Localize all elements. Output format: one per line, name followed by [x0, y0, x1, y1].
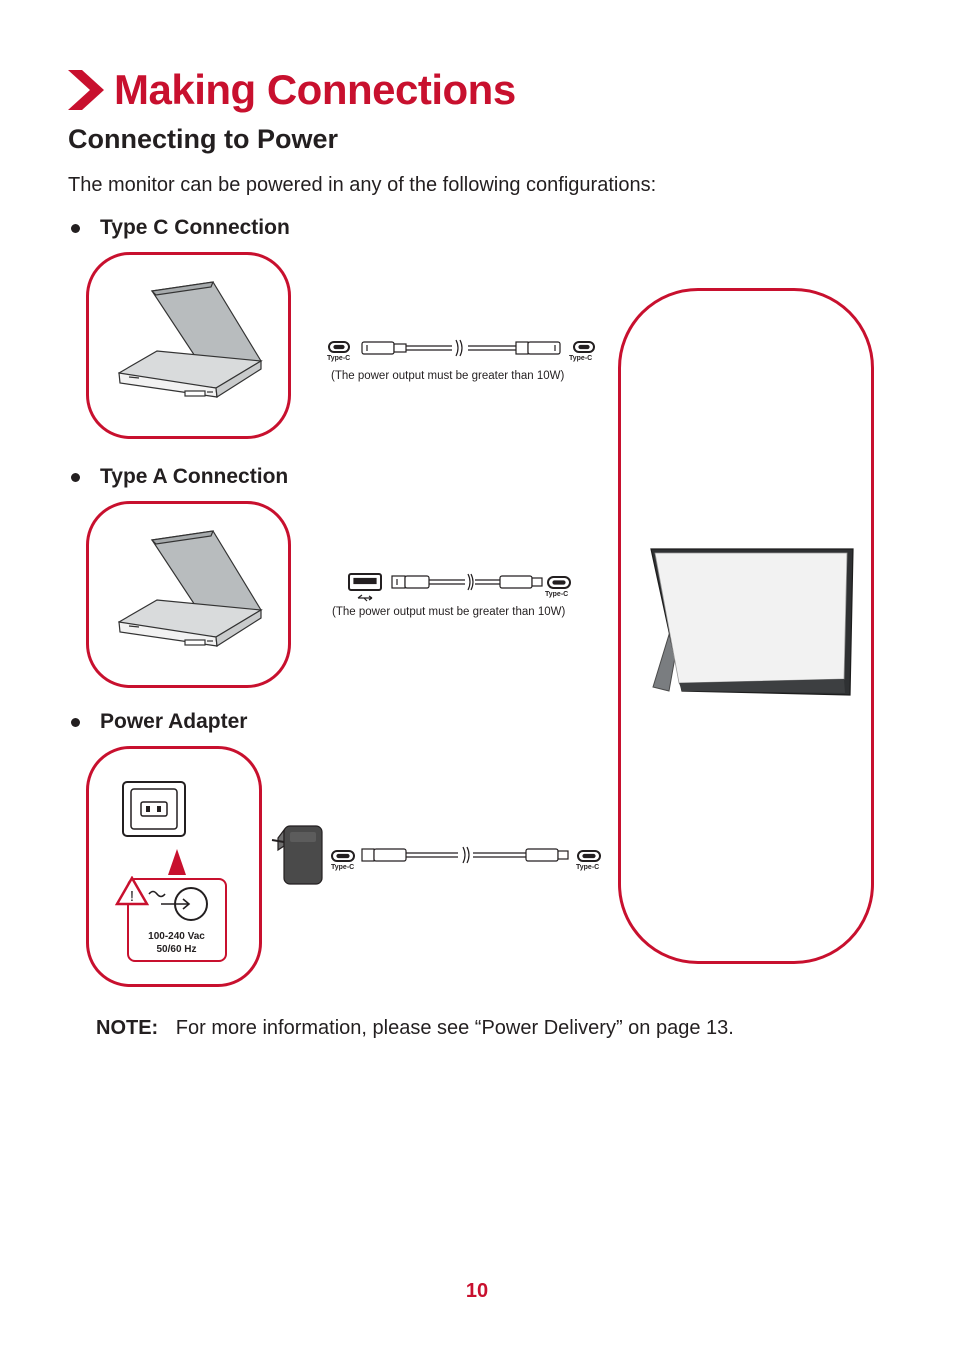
bullet-label: Type C Connection	[100, 216, 290, 239]
adapter-cable-diagram: Type-C Type-C	[270, 820, 610, 890]
bullet-dot	[71, 717, 80, 727]
note-label: NOTE:	[96, 1017, 159, 1039]
bullet-type-c: Type C Connection	[68, 216, 290, 240]
right-port-label: Type-C	[569, 355, 593, 362]
type-c-cable-diagram: Type-C Type-C (The power output must be …	[322, 334, 602, 394]
power-caption: (The power output must be greater than 1…	[331, 370, 565, 382]
bullet-label: Type A Connection	[100, 465, 289, 488]
right-port-label: Type-C	[545, 591, 569, 598]
left-port-label: Type-C	[327, 355, 351, 362]
page-title-text: Making Connections	[114, 66, 516, 113]
type-c-to-type-c-cable-icon	[328, 339, 595, 357]
bullet-dot	[71, 223, 80, 233]
bullet-label: Power Adapter	[100, 710, 248, 733]
laptop-icon	[117, 281, 263, 399]
section-heading: Connecting to Power	[68, 124, 338, 154]
bullet-type-a: Type A Connection	[68, 465, 288, 489]
wall-outlet-card: ! 100-240 Vac 50/60 Hz	[86, 746, 262, 987]
power-adapter-cable-icon	[271, 825, 601, 885]
monitor-card	[618, 288, 874, 964]
voltage-text: 100-240 Vac 50/60 Hz	[129, 930, 224, 956]
voltage-range: 100-240 Vac	[148, 931, 205, 942]
note-text: For more information, please see “Power …	[175, 1017, 734, 1039]
page-title: Making Connections	[68, 62, 516, 118]
usb-a-to-type-c-cable-icon	[348, 573, 571, 602]
bullet-power-adapter: Power Adapter	[68, 710, 247, 734]
left-port-label: Type-C	[331, 864, 355, 871]
wall-outlet-icon	[122, 781, 186, 875]
right-port-label: Type-C	[576, 864, 600, 871]
bullet-dot	[71, 472, 80, 482]
page-number: 10	[465, 1280, 489, 1302]
power-caption: (The power output must be greater than 1…	[332, 606, 566, 618]
portable-monitor-icon	[650, 548, 854, 696]
type-a-cable-diagram: Type-C (The power output must be greater…	[330, 570, 600, 630]
frequency-value: 50/60 Hz	[156, 944, 197, 955]
warning-icon: !	[115, 876, 149, 906]
note: NOTE: For more information, please see “…	[96, 1017, 734, 1040]
laptop-card-type-a	[86, 501, 291, 688]
laptop-icon	[117, 530, 263, 648]
svg-text:!: !	[130, 888, 134, 905]
chevron-right-icon	[68, 70, 104, 110]
ac-input-icon	[148, 887, 208, 921]
voltage-label-box: ! 100-240 Vac 50/60 Hz	[115, 876, 227, 962]
intro-text: The monitor can be powered in any of the…	[68, 174, 657, 196]
laptop-card-type-c	[86, 252, 291, 439]
